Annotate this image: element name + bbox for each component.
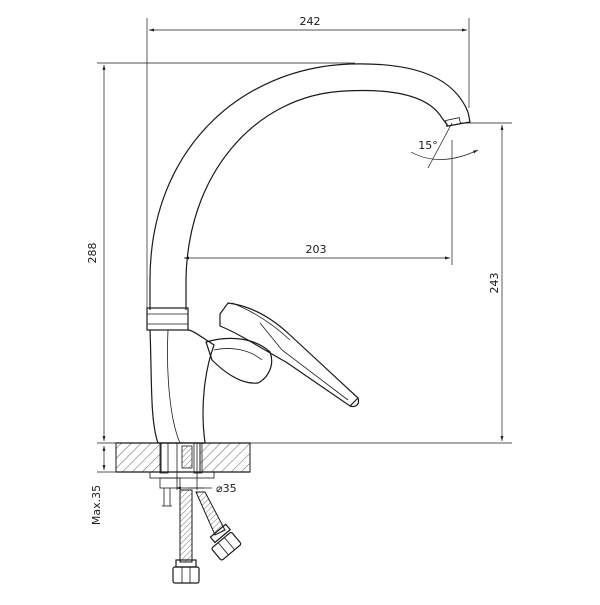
dimension-spout-angle: 15° (410, 122, 479, 169)
dimension-spout-reach: 203 (184, 140, 453, 265)
label-spout-angle: 15° (418, 139, 438, 152)
label-spout-reach: 203 (306, 243, 327, 256)
label-total-width: 242 (300, 15, 321, 28)
dimension-spout-height: 243 (250, 122, 512, 444)
faucet-body (146, 63, 471, 444)
mounting-hardware (149, 442, 215, 507)
dimension-max-thickness: Max.35 (90, 446, 118, 525)
label-spout-height: 243 (488, 273, 501, 294)
countertop-section (115, 442, 251, 473)
label-hole-diameter: ⌀35 (216, 482, 237, 495)
label-total-height: 288 (86, 243, 99, 264)
dimension-hole-diameter: ⌀35 (176, 482, 237, 495)
dimension-total-width: 242 (146, 15, 470, 330)
label-max-thickness: Max.35 (90, 485, 103, 525)
supply-hoses (172, 489, 242, 584)
